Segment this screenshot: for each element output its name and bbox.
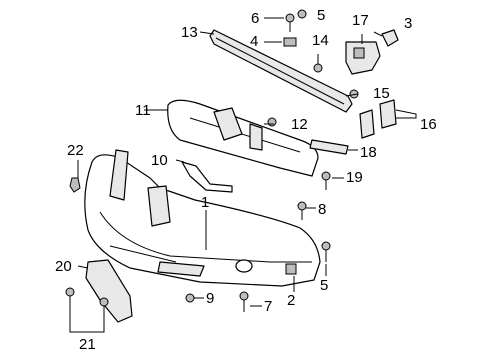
mount-bracket (345, 41, 381, 75)
fastener-nut-5-top (297, 9, 307, 19)
callout-4: 4 (250, 33, 259, 50)
leader-lines (69, 17, 417, 333)
fastener-bolt-21a (65, 287, 75, 306)
callout-10: 10 (151, 152, 168, 169)
callout-13: 13 (181, 24, 198, 41)
callout-15: 15 (373, 85, 390, 102)
callout-20: 20 (55, 258, 72, 275)
fastener-bolt-6 (285, 13, 295, 32)
side-brackets (359, 99, 397, 139)
callout-8: 8 (318, 201, 327, 218)
trim-strip (309, 139, 349, 155)
fastener-nut-2 (285, 263, 297, 275)
fastener-bolt-7 (239, 291, 249, 312)
support-bracket (181, 161, 233, 193)
fastener-nut-14 (313, 63, 323, 73)
callout-21: 21 (79, 336, 96, 353)
retainer-clip (381, 29, 399, 47)
callout-18: 18 (360, 144, 377, 161)
callout-11: 11 (135, 102, 151, 119)
callout-17: 17 (352, 12, 369, 29)
fastener-bolt-9 (185, 293, 195, 303)
fastener-clip-4 (283, 37, 297, 47)
callout-9: 9 (206, 290, 215, 307)
fastener-screw-8 (297, 201, 307, 220)
callout-12: 12 (291, 116, 308, 133)
callout-16: 16 (420, 116, 437, 133)
fastener-bolt-21b (99, 297, 109, 307)
callout-22: 22 (67, 142, 84, 159)
callout-6: 6 (251, 10, 260, 27)
callout-3: 3 (404, 15, 413, 32)
callout-19: 19 (346, 169, 363, 186)
fastener-bolt-5-bottom (321, 241, 331, 262)
callout-1: 1 (201, 194, 210, 211)
callout-5-bottom: 5 (320, 277, 329, 294)
callout-7: 7 (264, 298, 273, 315)
push-clip (69, 177, 81, 193)
energy-absorber (167, 99, 319, 177)
fastener-screw-19 (321, 171, 331, 190)
callout-2: 2 (287, 292, 296, 309)
fastener-nut-12 (267, 117, 277, 127)
bumper-cover (84, 149, 321, 287)
callout-14: 14 (312, 32, 329, 49)
callout-5-top: 5 (317, 7, 326, 24)
license-bracket (85, 259, 133, 323)
